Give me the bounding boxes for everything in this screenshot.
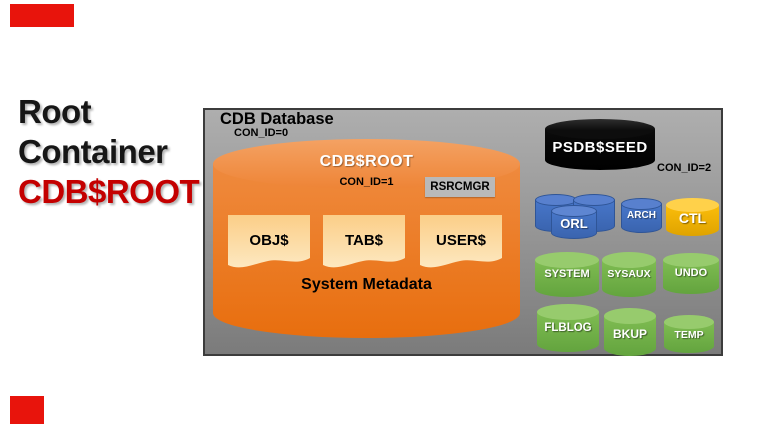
slide-title-line2: Container — [18, 133, 168, 170]
cylinder-cap — [604, 308, 656, 324]
cdb-database-panel: CDB Database CON_ID=0 CDB$ROOT CON_ID=1 … — [203, 108, 723, 356]
ctl-cylinder: CTL — [666, 198, 719, 236]
bkup-label: BKUP — [612, 327, 647, 341]
slide-title-line3: CDB$ROOT — [18, 173, 200, 210]
table-obj-label: OBJ$ — [249, 232, 289, 249]
table-user-document: USER$ — [420, 215, 502, 272]
bkup-cylinder: BKUP — [604, 308, 656, 356]
system-metadata-caption: System Metadata — [301, 276, 432, 293]
red-accent-top-left — [10, 4, 74, 27]
orl-front-cylinder: ORL — [551, 205, 597, 239]
panel-title: CDB Database — [220, 110, 334, 128]
arch-label: ARCH — [627, 210, 656, 221]
temp-cylinder: TEMP — [664, 315, 714, 353]
cylinder-cap — [666, 198, 719, 212]
sysaux-label: SYSAUX — [607, 268, 651, 280]
psdbseed-label: PSDB$SEED — [552, 139, 648, 156]
cylinder-cap — [537, 304, 599, 320]
table-tab-label: TAB$ — [344, 232, 384, 249]
panel-con-id: CON_ID=0 — [234, 127, 289, 139]
flblog-label: FLBLOG — [544, 322, 592, 334]
system-label: SYSTEM — [544, 268, 590, 280]
psdbseed-cylinder-cap — [545, 119, 655, 139]
slide-title: Root Container CDB$ROOT — [18, 92, 200, 212]
system-cylinder: SYSTEM — [535, 252, 599, 297]
ctl-label: CTL — [678, 210, 707, 226]
slide-title-line1: Root — [18, 93, 92, 130]
cdbroot-cylinder: CDB$ROOT CON_ID=1 RSRCMGR OBJ$ TAB$ USER… — [213, 139, 520, 338]
flblog-cylinder: FLBLOG — [537, 304, 599, 352]
undo-label: UNDO — [674, 267, 708, 279]
table-tab-document: TAB$ — [323, 215, 405, 272]
table-user-label: USER$ — [435, 232, 487, 249]
cylinder-cap — [535, 252, 599, 268]
cylinder-cap — [663, 253, 719, 267]
cylinder-cap — [551, 205, 597, 217]
document-shape-icon — [323, 215, 405, 268]
red-accent-bottom-left — [10, 396, 44, 424]
undo-cylinder: UNDO — [663, 253, 719, 294]
sysaux-cylinder: SYSAUX — [602, 252, 656, 297]
seed-con-id: CON_ID=2 — [657, 162, 712, 174]
cylinder-cap — [664, 315, 714, 329]
cylinder-cap — [573, 194, 615, 206]
orl-label: ORL — [560, 216, 588, 231]
cylinder-cap — [602, 252, 656, 268]
table-obj-document: OBJ$ — [228, 215, 310, 272]
cdbroot-title: CDB$ROOT — [319, 153, 414, 170]
arch-cylinder: ARCH — [621, 198, 662, 233]
psdbseed-cylinder: PSDB$SEED — [545, 119, 655, 170]
document-shape-icon — [228, 215, 310, 268]
rsrcmgr-badge: RSRCMGR — [425, 177, 495, 197]
document-shape-icon — [420, 215, 502, 268]
cylinder-cap — [621, 198, 662, 210]
cdbroot-con-id: CON_ID=1 — [339, 176, 394, 188]
temp-label: TEMP — [674, 329, 704, 341]
